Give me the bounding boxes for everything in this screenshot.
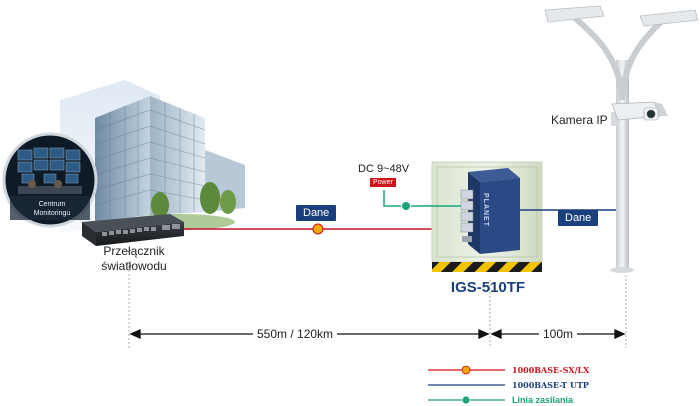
ip-camera: [611, 101, 668, 126]
dimension-lines: [128, 262, 627, 348]
utp-distance-label: 100m: [539, 327, 578, 341]
arrow-right-icon: [614, 328, 626, 340]
lamp-pole: [544, 5, 699, 273]
legend-label-fiber: 1000BASE-SX/LX: [512, 365, 590, 375]
arrow-right-icon: [478, 328, 490, 340]
monitoring-label: Centrum Monitoringu: [32, 200, 72, 218]
device-front-text: PLANET: [482, 193, 489, 227]
arrow-left-icon: [490, 328, 502, 340]
switch-label-line2: światłowodu: [101, 259, 167, 273]
legend: [428, 365, 505, 405]
power-voltage-label: DC 9~48V: [358, 163, 410, 175]
power-tag: Power: [370, 178, 396, 187]
fiber-switch: [82, 214, 184, 246]
fiber-link-marker: [312, 223, 324, 235]
fiber-distance-label: 550m / 120km: [253, 327, 338, 341]
power-line-marker: [401, 201, 411, 211]
utp-data-badge: Dane: [558, 210, 599, 226]
camera-label: Kamera IP: [551, 113, 608, 127]
monitoring-center: [2, 132, 98, 228]
legend-marker-fiber: [461, 365, 471, 375]
fiber-data-badge: Dane: [296, 205, 337, 221]
switch-label: Przełącznik światłowodu: [94, 244, 174, 274]
power-line: [383, 190, 472, 207]
arrow-left-icon: [129, 328, 141, 340]
legend-marker-power: [461, 395, 471, 405]
switch-label-line1: Przełącznik: [103, 244, 165, 258]
igs-510tf-device: [460, 168, 520, 254]
monitoring-label-line2: Monitoringu: [33, 210, 71, 217]
monitoring-label-line1: Centrum: [38, 201, 66, 208]
device-name: IGS-510TF: [450, 279, 526, 296]
legend-label-power: Linia zasilania: [512, 395, 574, 405]
legend-label-utp: 1000BASE-T UTP: [512, 380, 589, 390]
